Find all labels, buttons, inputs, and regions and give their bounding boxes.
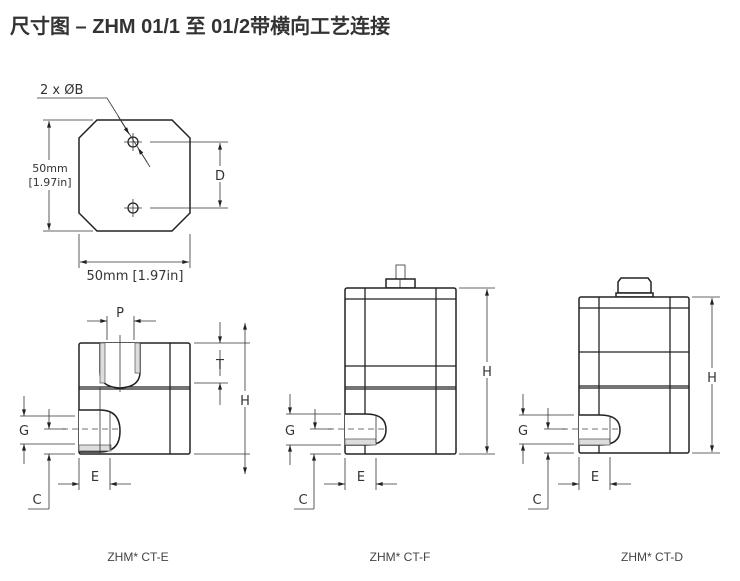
plate-height-mm: 50mm xyxy=(32,162,67,175)
dim-e-label: E xyxy=(591,470,599,485)
dim-c-label: C xyxy=(298,493,307,508)
dim-p-label: P xyxy=(116,306,124,321)
dim-g-label: G xyxy=(518,424,528,439)
caption-ct-e: ZHM* CT-E xyxy=(107,550,168,564)
hole-leader-line xyxy=(37,97,151,168)
view-ct-e: P T H G C E ZHM* CT-E xyxy=(19,306,253,564)
dim-c-label: C xyxy=(32,493,41,508)
plate-height-in: [1.97in] xyxy=(28,176,71,189)
plate-width-label: 50mm [1.97in] xyxy=(87,269,184,284)
page-title: 尺寸图 – ZHM 01/1 至 01/2带横向工艺连接 xyxy=(10,16,391,38)
view-ct-d: H G C E ZHM* CT-D xyxy=(518,277,720,564)
dim-t-label: T xyxy=(215,358,224,373)
hole-diameter-label: 2 x ØB xyxy=(40,83,83,98)
view-ct-f: H G C E ZHM* CT-F xyxy=(285,264,495,564)
mounting-plate xyxy=(78,119,191,232)
mounting-hole-lower xyxy=(124,199,142,217)
dim-e-label: E xyxy=(357,470,365,485)
dim-h-label: H xyxy=(707,371,717,386)
caption-ct-f: ZHM* CT-F xyxy=(370,550,431,564)
top-view: 2 x ØB D 50mm [1.97in] 50mm [1.97in] xyxy=(28,83,228,284)
dim-g-label: G xyxy=(19,424,29,439)
dim-c-label: C xyxy=(532,493,541,508)
dim-h-label: H xyxy=(240,394,250,409)
caption-ct-d: ZHM* CT-D xyxy=(621,550,683,564)
dim-d-label: D xyxy=(215,169,225,184)
dim-h-label: H xyxy=(482,365,492,380)
dim-g-label: G xyxy=(285,424,295,439)
dim-e-label: E xyxy=(91,470,99,485)
fitting-connector xyxy=(617,277,652,294)
fitting-nut xyxy=(385,278,416,289)
fitting-stem xyxy=(395,264,406,280)
mounting-hole-upper xyxy=(124,133,142,151)
